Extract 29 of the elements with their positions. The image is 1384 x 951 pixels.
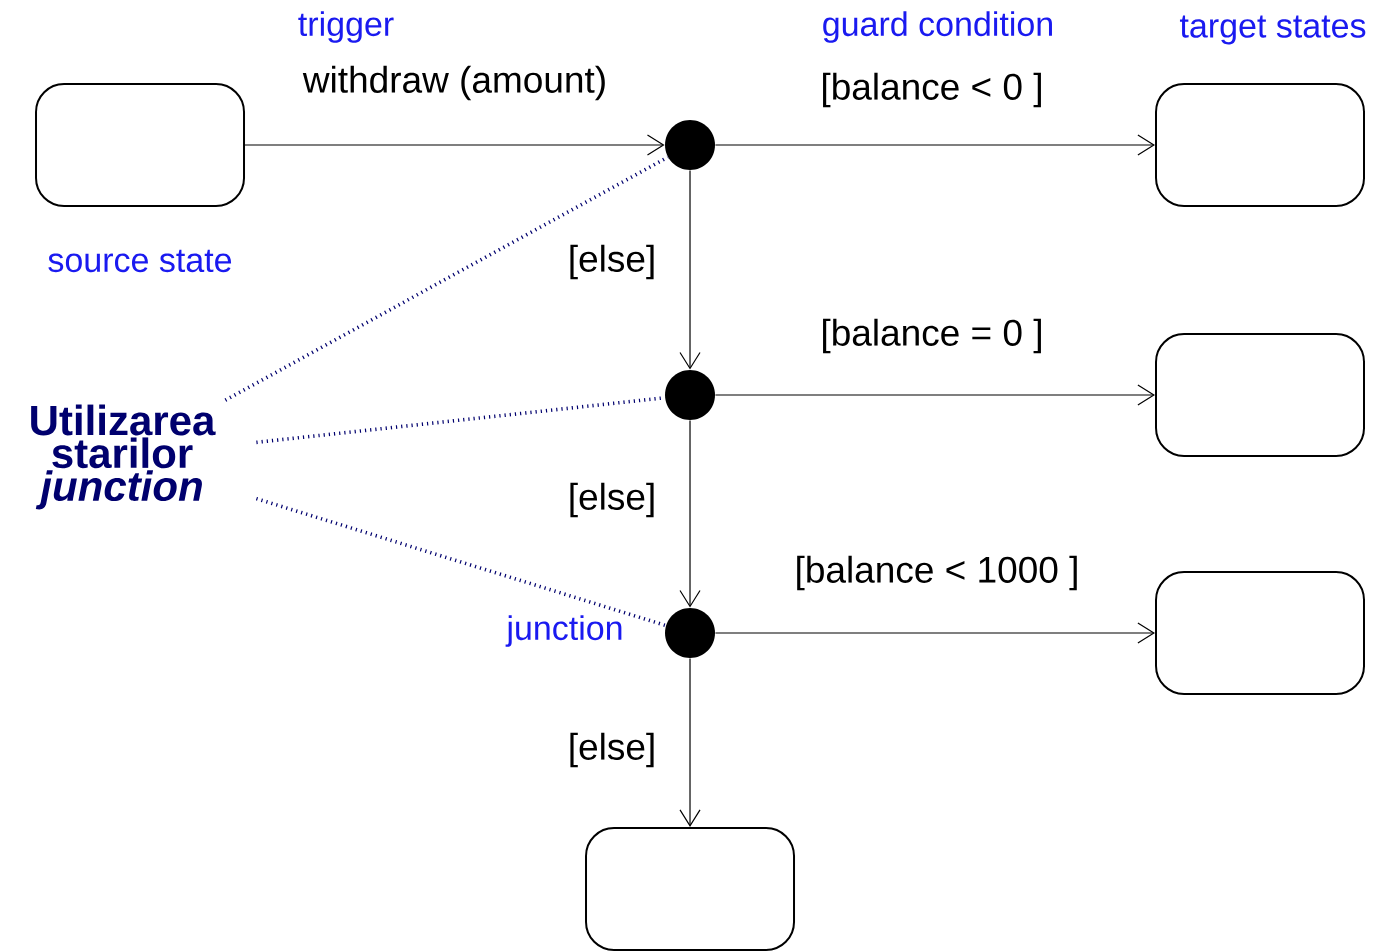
arrow (714, 134, 1155, 156)
state-box (1155, 571, 1365, 695)
state-box (1155, 333, 1365, 457)
state-box (1155, 83, 1365, 207)
annotation-label: junction (505, 615, 622, 647)
annotation-label: guard condition (823, 11, 1052, 43)
state-box (35, 83, 245, 207)
arrow (714, 622, 1155, 644)
edge-label: [else] (570, 732, 654, 768)
arrow (714, 384, 1155, 406)
annotation-label: target states (1179, 15, 1366, 45)
arrow (679, 657, 701, 827)
junction-dot (665, 370, 715, 420)
annotation-label: trigger (298, 11, 394, 43)
state-box (585, 827, 795, 951)
edge-label: [else] (570, 482, 654, 518)
edge-label: withdraw (amount) (302, 65, 605, 101)
arrow (679, 169, 701, 370)
edge-label: [balance < 0 ] (823, 72, 1041, 108)
junction-dot (665, 608, 715, 658)
arrow (244, 134, 665, 156)
junction-dot (665, 120, 715, 170)
edge-label: [else] (570, 244, 654, 280)
annotation-label: source state (48, 249, 232, 273)
edge-label: [balance < 1000 ] (797, 555, 1077, 591)
note-text: Utilizarea starilor junction (31, 404, 216, 510)
arrow (679, 419, 701, 608)
leader-line (255, 496, 667, 628)
edge-label: [balance = 0 ] (823, 318, 1041, 354)
